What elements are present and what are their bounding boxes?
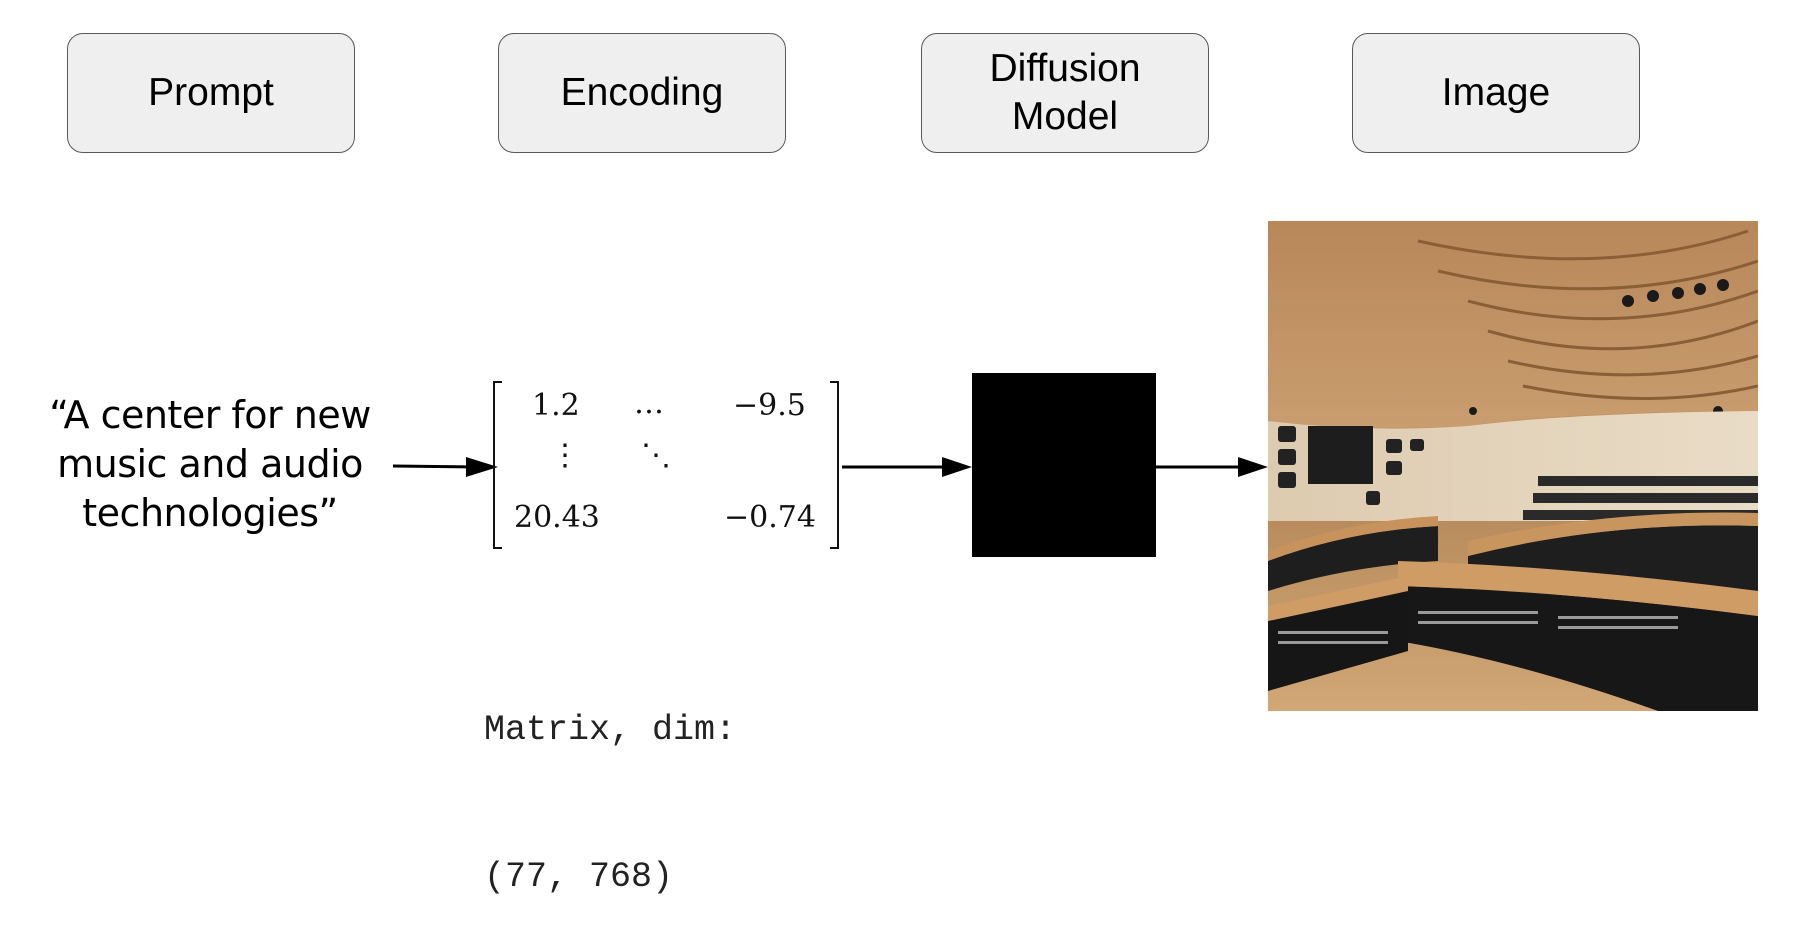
generated-image xyxy=(1268,221,1758,711)
prompt-text: “A center for new music and audio techno… xyxy=(40,391,380,538)
stage-image-label: Image xyxy=(1441,71,1551,114)
matrix-cell-bottom-left: 20.43 xyxy=(514,500,600,535)
matrix-cell-top-right: −9.5 xyxy=(733,388,806,423)
matrix-cell-mid-mid: ⋱ xyxy=(641,438,671,473)
diffusion-model-block xyxy=(972,373,1156,557)
arrow-encoding-to-model xyxy=(842,457,972,477)
prompt-line3: technologies” xyxy=(82,491,338,535)
stage-encoding-label: Encoding xyxy=(560,71,724,114)
matrix-cell-bottom-right: −0.74 xyxy=(724,500,816,535)
matrix-cell-top-left: 1.2 xyxy=(532,388,580,423)
stage-image-box: Image xyxy=(1352,33,1640,153)
stage-prompt-box: Prompt xyxy=(67,33,355,153)
matrix-caption-line1: Matrix, dim: xyxy=(484,710,737,750)
stage-diffusion-line1: Diffusion xyxy=(989,47,1141,90)
matrix-cell-mid-left: ⋮ xyxy=(550,438,580,473)
prompt-line1: “A center for new xyxy=(49,393,371,437)
stage-diffusion-line2: Model xyxy=(1011,95,1119,138)
generated-auditorium-picture xyxy=(1268,221,1758,711)
stage-diffusion-model-box: Diffusion Model xyxy=(921,33,1209,153)
matrix-caption-line2: (77, 768) xyxy=(484,857,674,897)
flow-arrows xyxy=(392,457,1268,477)
stage-prompt-label: Prompt xyxy=(148,71,274,114)
stage-encoding-box: Encoding xyxy=(498,33,786,153)
arrow-prompt-to-encoding xyxy=(392,457,498,477)
encoding-matrix: 1.2 … −9.5 ⋮ ⋱ 20.43 −0.74 xyxy=(490,378,844,552)
prompt-line2: music and audio xyxy=(57,442,363,486)
matrix-brackets xyxy=(493,381,839,549)
arrow-model-to-image xyxy=(1156,457,1268,477)
stage-diffusion-model-label: Diffusion Model xyxy=(989,45,1140,141)
matrix-cell-top-mid: … xyxy=(634,386,664,421)
